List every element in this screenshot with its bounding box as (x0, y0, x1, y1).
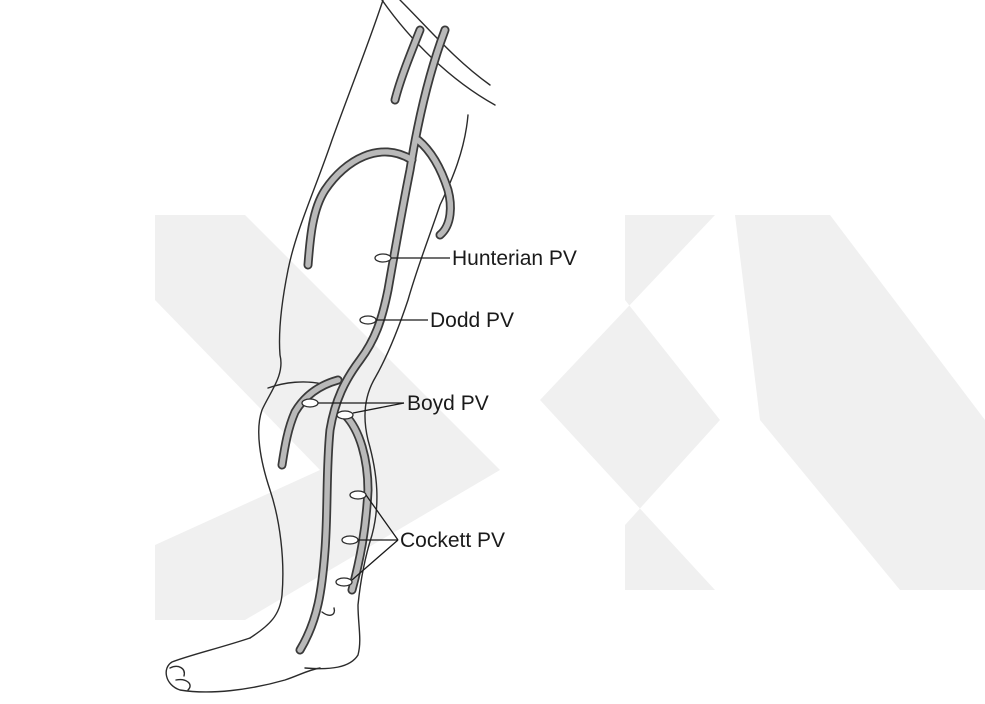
boyd-marker-b (337, 411, 353, 419)
boyd-pv-label: Boyd PV (407, 392, 489, 415)
hunterian-marker (375, 254, 391, 262)
watermark-chevron-right (540, 215, 720, 590)
cockett-marker-upper (350, 491, 366, 499)
boyd-marker-a (302, 399, 318, 407)
cockett-marker-lower (336, 578, 352, 586)
upper-tributary (395, 30, 420, 100)
hunterian-pv-label: Hunterian PV (452, 247, 577, 270)
watermark (155, 215, 985, 620)
ankle-detail (322, 608, 334, 615)
dodd-marker (360, 316, 376, 324)
cockett-pv-label: Cockett PV (400, 529, 505, 552)
cockett-marker-middle (342, 536, 358, 544)
dodd-pv-label: Dodd PV (430, 309, 514, 332)
watermark-chevron-far (735, 215, 985, 590)
